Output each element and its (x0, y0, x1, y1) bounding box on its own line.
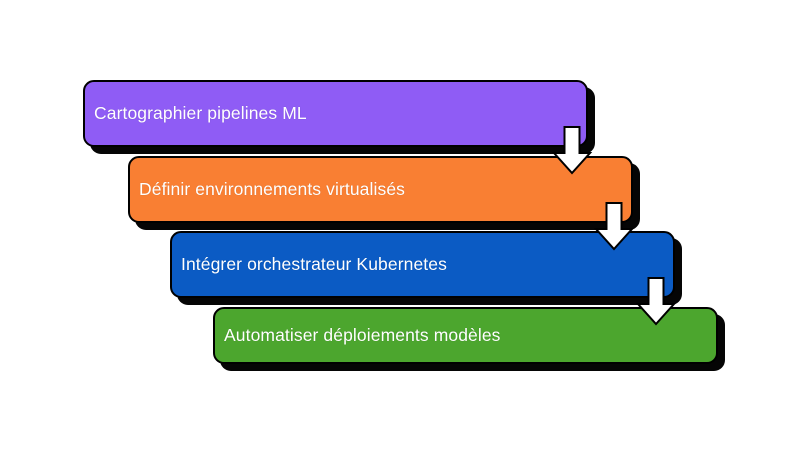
down-arrow-icon (593, 202, 635, 251)
down-arrow-icon (551, 126, 593, 175)
flow-step-3[interactable]: Intégrer orchestrateur Kubernetes (170, 231, 675, 298)
flow-step-label: Automatiser déploiements modèles (224, 325, 501, 345)
flow-step-1[interactable]: Cartographier pipelines ML (83, 80, 588, 147)
flow-step-2[interactable]: Définir environnements virtualisés (128, 156, 633, 223)
flow-step-label: Définir environnements virtualisés (139, 179, 406, 199)
flow-step-4[interactable]: Automatiser déploiements modèles (213, 307, 718, 364)
flow-step-label: Cartographier pipelines ML (94, 103, 307, 123)
down-arrow-icon (635, 277, 677, 326)
flow-step-label: Intégrer orchestrateur Kubernetes (181, 254, 447, 274)
